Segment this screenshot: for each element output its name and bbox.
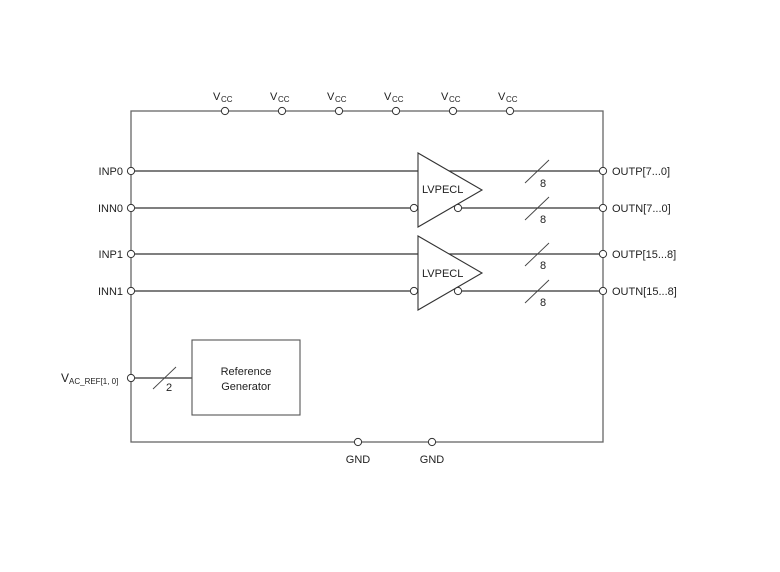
pin-circle-icon [334, 106, 344, 116]
gnd-label: GND [420, 454, 445, 466]
inverting-input-bubble-icon [409, 203, 419, 213]
input-pin: INP1 [99, 249, 136, 261]
bus-marker: 8 [524, 196, 550, 226]
vcc-label-sub: CC [506, 95, 518, 104]
pin-label-inp1: INP1 [99, 249, 123, 261]
bus-width: 8 [540, 260, 546, 272]
bus-slash-icon [152, 366, 177, 390]
pin-circle-icon [598, 203, 608, 213]
vcc-label-main: V [270, 91, 278, 103]
vcc-pin: V CC [213, 91, 233, 116]
gnd-pin: GND [420, 437, 445, 466]
pin-circle-icon [598, 166, 608, 176]
output-pin: OUTN[15...8] [598, 286, 677, 298]
pin-label-outn-7-0: OUTN[7...0] [612, 203, 671, 215]
bus-slash-icon [524, 159, 550, 184]
block-label-line2: Generator [221, 381, 271, 393]
inverting-input-bubble-icon [409, 286, 419, 296]
bus-width: 8 [540, 178, 546, 190]
output-pin: OUTN[7...0] [598, 203, 671, 215]
vcc-label-main: V [498, 91, 506, 103]
buffer-triangle-icon [417, 152, 484, 228]
pin-label-inp0: INP0 [99, 166, 123, 178]
vcc-pin: V CC [384, 91, 404, 116]
bus-marker: 8 [524, 159, 550, 190]
vcc-pin: V CC [498, 91, 518, 116]
lvpecl-buffer: LVPECL [409, 235, 484, 311]
pin-circle-icon [126, 203, 136, 213]
pin-label-inn1: INN1 [98, 286, 123, 298]
pin-circle-icon [353, 437, 363, 447]
inverting-output-bubble-icon [453, 203, 463, 213]
vcc-pin: V CC [270, 91, 290, 116]
buffer-label: LVPECL [422, 268, 463, 280]
vac-ref-label-main: V [61, 371, 69, 385]
lvpecl-buffer: LVPECL [409, 152, 484, 228]
pin-circle-icon [277, 106, 287, 116]
output-pin: OUTP[7...0] [598, 166, 670, 178]
bus-slash-icon [524, 196, 550, 221]
pin-circle-icon [448, 106, 458, 116]
vcc-label-sub: CC [392, 95, 404, 104]
output-pin: OUTP[15...8] [598, 249, 676, 261]
pin-circle-icon [391, 106, 401, 116]
pin-label-inn0: INN0 [98, 203, 123, 215]
block-label-line1: Reference [221, 366, 272, 378]
bus-slash-icon [524, 279, 550, 304]
bus-width: 8 [540, 297, 546, 309]
buffer-label: LVPECL [422, 184, 463, 196]
bus-marker: 8 [524, 242, 550, 272]
pin-circle-icon [126, 166, 136, 176]
pin-circle-icon [126, 249, 136, 259]
input-pin: INN0 [98, 203, 136, 215]
vcc-label-main: V [327, 91, 335, 103]
bus-marker: 8 [524, 279, 550, 309]
gnd-label: GND [346, 454, 371, 466]
pin-circle-icon [598, 249, 608, 259]
bus-slash-icon [524, 242, 550, 267]
vcc-label-main: V [441, 91, 449, 103]
vcc-label-main: V [213, 91, 221, 103]
pin-circle-icon [126, 373, 136, 383]
inverting-output-bubble-icon [453, 286, 463, 296]
pin-circle-icon [598, 286, 608, 296]
pin-circle-icon [126, 286, 136, 296]
input-pin: INN1 [98, 286, 136, 298]
chip-outline [130, 110, 604, 443]
vac-ref-label-sub: AC_REF[1, 0] [69, 377, 118, 386]
bus-width: 2 [166, 382, 172, 394]
pin-label-outp-15-8: OUTP[15...8] [612, 249, 676, 261]
vcc-label-main: V [384, 91, 392, 103]
vcc-label-sub: CC [278, 95, 290, 104]
input-pin: INP0 [99, 166, 136, 178]
vcc-pins: V CC V CC V CC V CC V CC V CC [213, 91, 518, 116]
reference-generator-block [191, 339, 301, 416]
vcc-pin: V CC [327, 91, 347, 116]
vcc-label-sub: CC [449, 95, 461, 104]
bus-width: 8 [540, 214, 546, 226]
vcc-label-sub: CC [335, 95, 347, 104]
buffer-triangle-icon [417, 235, 484, 311]
pin-circle-icon [505, 106, 515, 116]
pin-circle-icon [427, 437, 437, 447]
reference-generator: 2 Reference Generator V AC_REF[1, 0] [61, 339, 301, 416]
pin-label-outn-15-8: OUTN[15...8] [612, 286, 677, 298]
gnd-pin: GND [346, 437, 371, 466]
pin-label-outp-7-0: OUTP[7...0] [612, 166, 670, 178]
pin-circle-icon [220, 106, 230, 116]
vcc-pin: V CC [441, 91, 461, 116]
vcc-label-sub: CC [221, 95, 233, 104]
